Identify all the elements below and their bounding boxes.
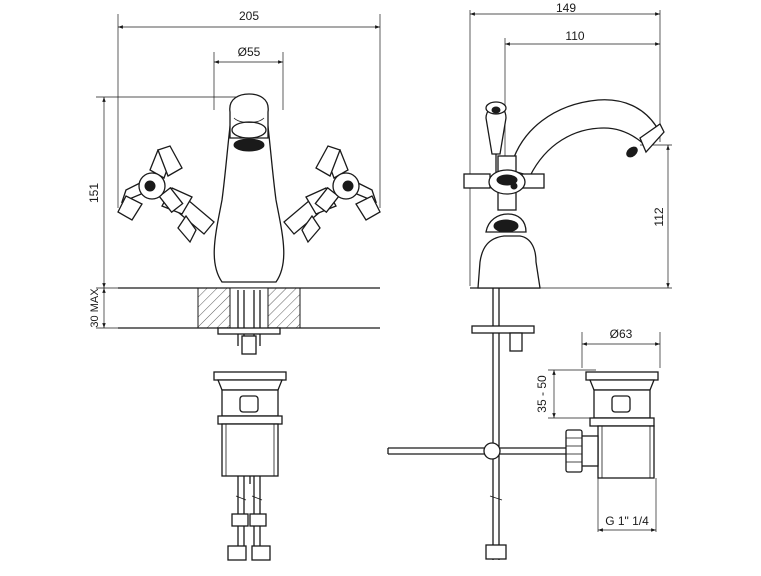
front-left-handle [117, 145, 215, 244]
dim-waste-thread: G 1" 1/4 [605, 514, 649, 528]
front-right-handle [283, 145, 381, 244]
front-view: 205 Ø55 151 30 MAX [87, 9, 381, 561]
waste-detail: Ø63 35 - 50 G 1" 1/4 [535, 327, 661, 532]
front-waste [213, 371, 287, 484]
dim-waste-range: 35 - 50 [535, 375, 549, 413]
dim-front-width: 205 [239, 9, 259, 23]
dim-side-width: 149 [556, 1, 576, 15]
side-view: 149 110 112 [387, 1, 672, 560]
dim-front-outlet: Ø55 [238, 45, 261, 59]
side-cross-handle [463, 155, 545, 211]
dim-waste-diameter: Ø63 [610, 327, 633, 341]
dim-front-height: 151 [87, 183, 101, 203]
dim-side-reach: 110 [565, 29, 584, 43]
dim-side-height: 112 [652, 207, 666, 226]
dim-front-deck: 30 MAX [89, 288, 101, 328]
